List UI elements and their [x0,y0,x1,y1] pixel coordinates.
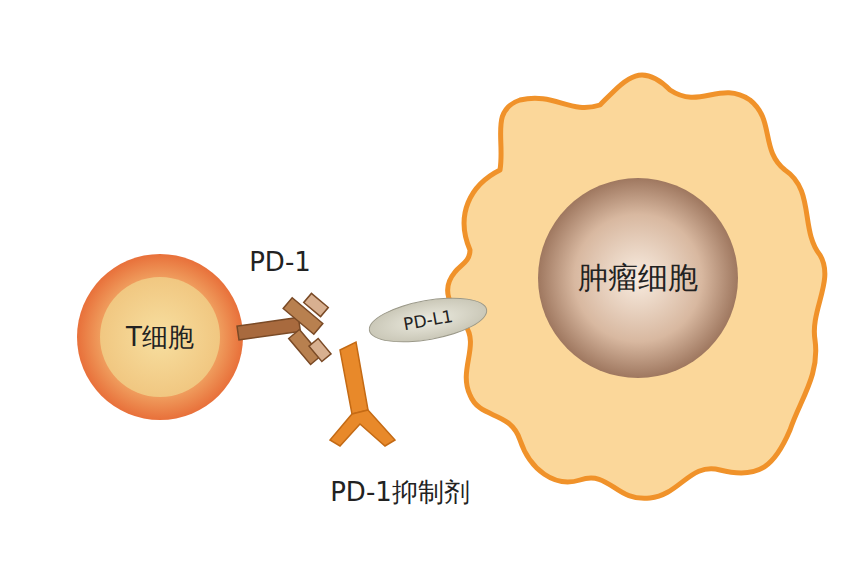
t-cell-membrane [77,254,243,420]
receptor-label: PD-1 [249,247,311,277]
tumor-cell-membrane [448,75,825,498]
pd1-receptor [237,293,331,364]
pd1-inhibitor [330,342,395,446]
node-label: T细胞 [126,320,194,355]
drug-label: PD-1抑制剂 [330,475,470,510]
node-label: PD-L1 [402,306,454,334]
t-cell: T细胞 [100,277,220,397]
node-label: 肿瘤细胞 [578,258,698,299]
tumor-cell-nucleus: 肿瘤细胞 [538,178,738,378]
